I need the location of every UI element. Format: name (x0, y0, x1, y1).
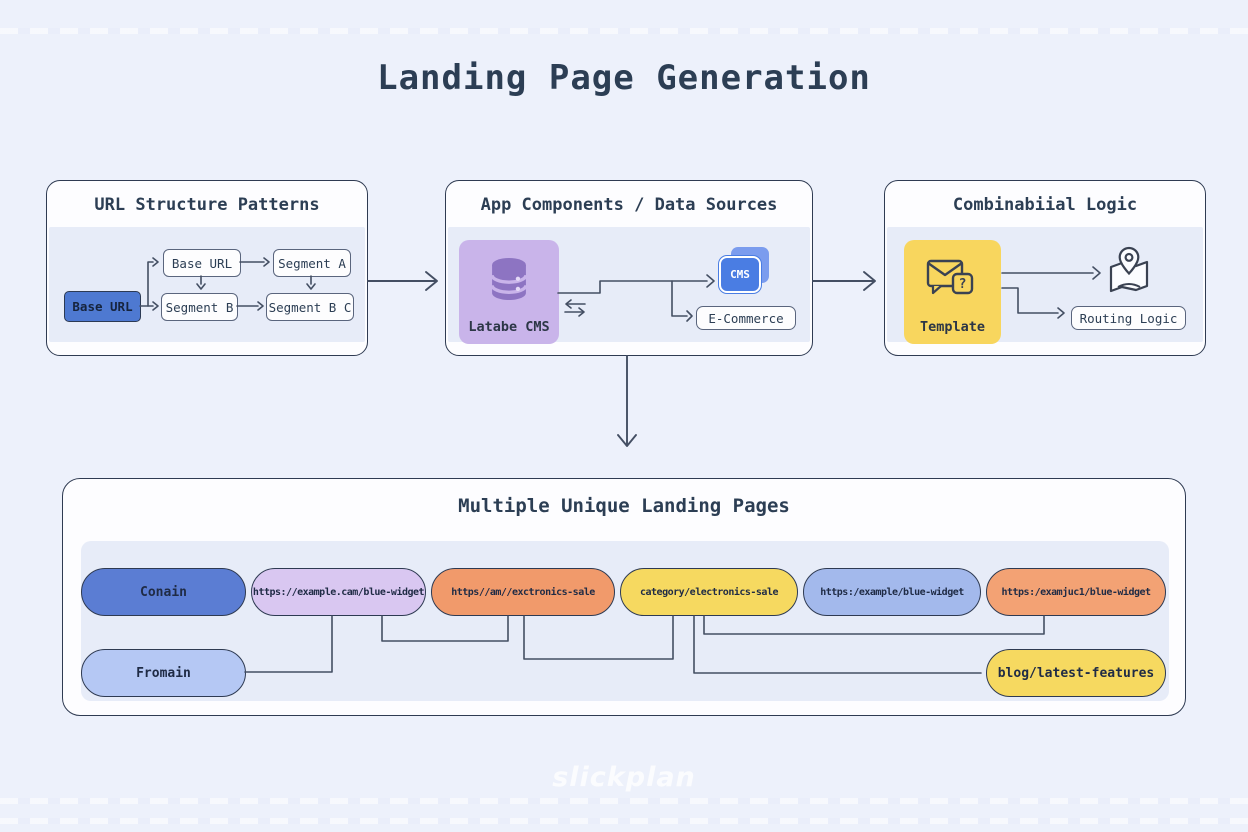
question-badge: ? (959, 277, 967, 292)
pill-url-electronics-sale: https//am//exctronics-sale (431, 568, 615, 616)
watermark: slickplan (552, 762, 696, 793)
map-pin-icon (1109, 246, 1149, 293)
url-patterns-box: URL Structure Patterns Base URL Base URL… (46, 180, 368, 356)
combination-logic-title: Combinabiial Logic (952, 195, 1138, 215)
url-patterns-title: URL Structure Patterns (94, 195, 320, 215)
combination-logic-box: Combinabiial Logic ? Template Routing Lo… (884, 180, 1206, 356)
database-card-label: Latabe CMS (468, 319, 550, 335)
arrow-box1-to-box2 (367, 271, 438, 291)
node-base-url-source: Base URL (64, 291, 141, 322)
template-card: ? Template (904, 240, 1001, 344)
app-components-box: App Components / Data Sources Latabe CMS… (445, 180, 813, 356)
database-cms-card: Latabe CMS (459, 240, 559, 344)
landing-pages-title: Multiple Unique Landing Pages (458, 495, 790, 517)
envelope-question-icon: ? (926, 259, 974, 295)
pill-blog-latest-features: blog/latest-features (986, 649, 1166, 697)
database-icon (490, 257, 528, 301)
background-texture (0, 798, 1248, 804)
arrow-box2-to-landing (617, 355, 637, 447)
node-routing-logic: Routing Logic (1071, 306, 1186, 330)
pill-domain: Conain (81, 568, 246, 616)
arrow-box2-to-box3 (812, 271, 876, 291)
node-ecommerce: E-Commerce (696, 306, 796, 330)
pill-url-example1-blue-widget: https:/examjuc1/blue-widget (986, 568, 1166, 616)
cms-badge: CMS (719, 256, 761, 293)
node-segment-a: Segment A (273, 249, 351, 277)
page-title: Landing Page Generation (377, 58, 871, 98)
pill-url-blue-widget: https://example.cam/blue-widget (251, 568, 426, 616)
node-segment-b: Segment B (161, 293, 238, 321)
pill-url-example-blue-widget: https:/example/blue-widget (803, 568, 981, 616)
pill-category-electronics-sale: category/electronics-sale (620, 568, 798, 616)
node-base-url: Base URL (163, 249, 241, 277)
cms-pages-icon: CMS (719, 247, 771, 295)
pill-fromain: Fromain (81, 649, 246, 697)
landing-pages-box: Multiple Unique Landing Pages Conain htt… (62, 478, 1186, 716)
node-segment-bc: Segment B C (266, 293, 354, 321)
background-texture (0, 818, 1248, 824)
url-patterns-panel (49, 227, 365, 342)
background-texture (0, 28, 1248, 34)
template-card-label: Template (919, 319, 986, 335)
app-components-title: App Components / Data Sources (480, 195, 778, 215)
